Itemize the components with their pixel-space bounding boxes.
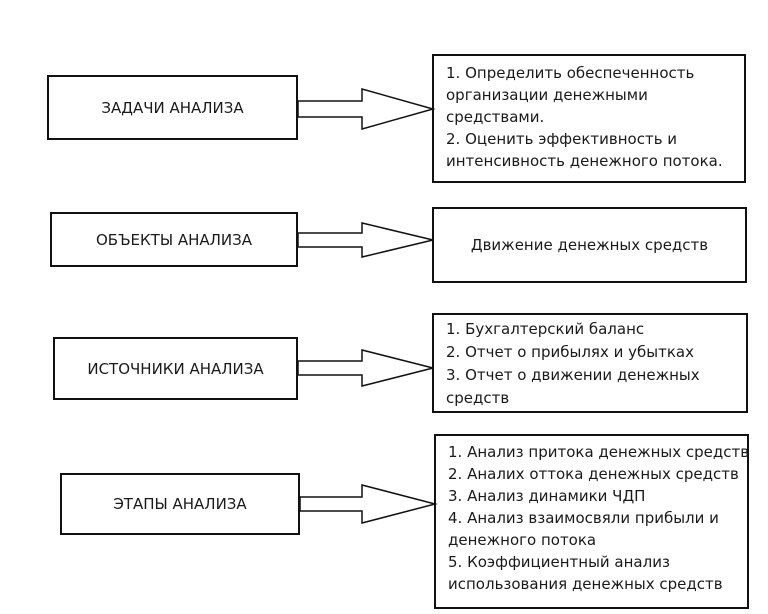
tasks-line-5: интенсивность денежного потока.	[446, 152, 723, 170]
tasks-arrow-icon	[297, 88, 436, 130]
sources-box: ИСТОЧНИКИ АНАЛИЗА	[53, 337, 298, 400]
objects-arrow-icon	[297, 222, 434, 258]
stages-line-5: денежного потока	[448, 531, 597, 549]
sources-line-2: 2. Отчет о прибылях и убытках	[446, 343, 694, 361]
stages-arrow-icon	[299, 484, 438, 524]
objects-box: ОБЪЕКТЫ АНАЛИЗА	[50, 212, 298, 267]
stages-label: ЭТАПЫ АНАЛИЗА	[113, 495, 247, 513]
stages-line-6: 5. Коэффициентный анализ	[448, 553, 670, 571]
sources-line-1: 1. Бухгалтерский баланс	[446, 320, 645, 338]
stages-line-4: 4. Анализ взаимосвяли прибыли и	[448, 509, 719, 527]
tasks-box: ЗАДАЧИ АНАЛИЗА	[47, 75, 298, 140]
tasks-line-4: 2. Оценить эффективность и	[446, 130, 678, 148]
tasks-detail-box: 1. Определить обеспеченность организации…	[432, 54, 746, 183]
stages-line-3: 3. Анализ динамики ЧДП	[448, 487, 646, 505]
stages-line-1: 1. Анализ притока денежных средств	[448, 443, 750, 461]
sources-line-3: 3. Отчет о движении денежных	[446, 366, 700, 384]
stages-line-7: использования денежных средств	[448, 575, 723, 593]
tasks-line-2: организации денежными	[446, 86, 648, 104]
objects-line-1: Движение денежных средств	[470, 236, 709, 254]
objects-detail-box: Движение денежных средств	[432, 207, 747, 283]
sources-line-4: средств	[446, 389, 510, 407]
sources-detail-box: 1. Бухгалтерский баланс 2. Отчет о прибы…	[432, 313, 748, 413]
sources-label: ИСТОЧНИКИ АНАЛИЗА	[87, 359, 264, 378]
tasks-label: ЗАДАЧИ АНАЛИЗА	[101, 98, 244, 117]
stages-box: ЭТАПЫ АНАЛИЗА	[60, 473, 300, 535]
objects-label: ОБЪЕКТЫ АНАЛИЗА	[95, 230, 253, 249]
tasks-line-3: средствами.	[446, 108, 545, 126]
sources-arrow-icon	[297, 349, 434, 387]
stages-detail-box: 1. Анализ притока денежных средств 2. Ан…	[434, 434, 749, 609]
stages-line-2: 2. Аналих оттока денежных средств	[448, 465, 739, 483]
tasks-line-1: 1. Определить обеспеченность	[446, 64, 695, 82]
